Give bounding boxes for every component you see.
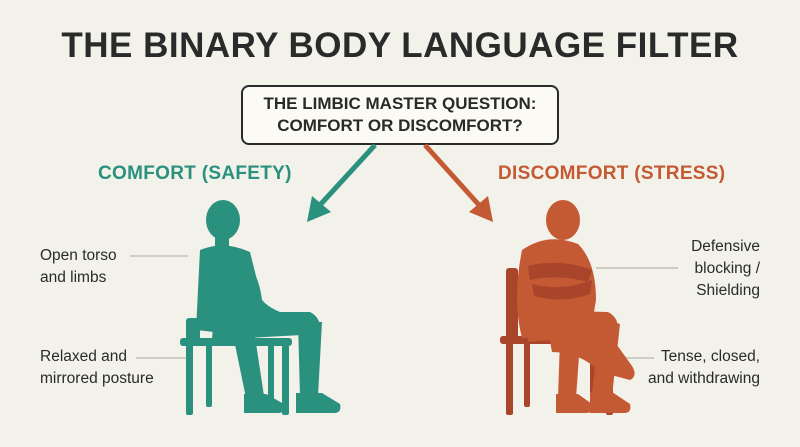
- label-tense-closed: Tense, closed, and withdrawing: [648, 346, 760, 390]
- label-line: Relaxed and: [40, 348, 128, 365]
- label-line: and withdrawing: [647, 370, 760, 387]
- master-question-line-1: THE LIMBIC MASTER QUESTION:: [263, 94, 537, 113]
- label-line: Shielding: [696, 282, 760, 299]
- label-line: mirrored posture: [40, 370, 154, 387]
- label-line: blocking /: [694, 260, 760, 277]
- arrow-to-discomfort: [423, 143, 493, 222]
- discomfort-heading: DISCOMFORT (STRESS): [498, 163, 726, 184]
- comfort-figure: [180, 200, 341, 415]
- diagram-title: THE BINARY BODY LANGUAGE FILTER: [61, 26, 739, 65]
- label-relaxed-posture: Relaxed and mirrored posture: [40, 346, 154, 390]
- label-open-torso: Open torso and limbs: [40, 245, 117, 289]
- arrow-to-comfort: [307, 143, 377, 222]
- label-line: and limbs: [40, 269, 107, 286]
- comfort-heading: COMFORT (SAFETY): [98, 163, 292, 184]
- master-question-box: THE LIMBIC MASTER QUESTION: COMFORT OR D…: [241, 85, 559, 145]
- label-line: Defensive: [691, 238, 760, 255]
- master-question-line-2: COMFORT OR DISCOMFORT?: [277, 116, 523, 135]
- label-defensive-blocking: Defensive blocking / Shielding: [691, 236, 760, 302]
- label-line: Tense, closed,: [660, 348, 760, 365]
- discomfort-figure: [500, 200, 635, 415]
- label-line: Open torso: [40, 247, 117, 264]
